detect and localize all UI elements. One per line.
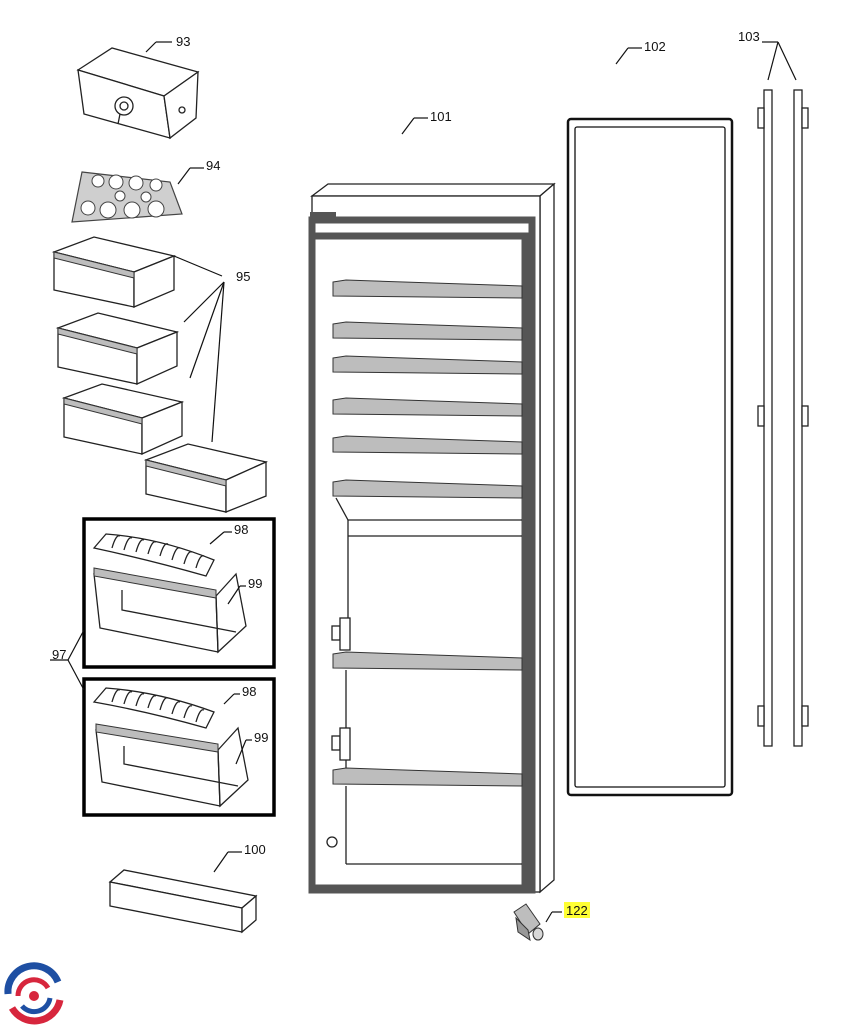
label-99-upper: 99	[248, 576, 262, 591]
part-101-door-liner[interactable]	[308, 182, 556, 894]
label-101: 101	[430, 109, 452, 124]
part-103-door-trim-right[interactable]	[793, 89, 809, 747]
part-103-door-trim-left[interactable]	[757, 89, 773, 747]
part-99-bottle-shelf-2[interactable]	[95, 723, 249, 808]
part-95-door-shelf-3[interactable]	[61, 383, 185, 456]
part-122-hinge-bracket[interactable]	[513, 903, 544, 942]
label-98-upper: 98	[234, 522, 248, 537]
label-93: 93	[176, 34, 190, 49]
label-102: 102	[644, 39, 666, 54]
brand-logo	[4, 962, 64, 1025]
part-93-dairy-box[interactable]	[76, 47, 200, 140]
part-95-door-shelf-2[interactable]	[55, 312, 180, 386]
part-98-bottle-rack-2[interactable]	[92, 687, 215, 729]
label-99-lower: 99	[254, 730, 268, 745]
part-99-bottle-shelf-1[interactable]	[93, 567, 247, 654]
part-98-bottle-rack-1[interactable]	[92, 533, 215, 577]
part-97-bottle-rack-assembly-1[interactable]	[82, 517, 276, 669]
label-97: 97	[52, 647, 66, 662]
part-95-door-shelf-1[interactable]	[51, 236, 177, 308]
label-122: 122	[566, 903, 588, 918]
label-122-highlight	[564, 902, 590, 918]
part-94-egg-tray[interactable]	[71, 171, 183, 223]
part-102-door-gasket[interactable]	[566, 117, 734, 797]
part-100-bottom-tray[interactable]	[108, 869, 258, 934]
part-97-bottle-rack-assembly-2[interactable]	[82, 677, 276, 817]
label-94: 94	[206, 158, 220, 173]
part-95-door-shelf-4[interactable]	[143, 443, 269, 513]
label-103: 103	[738, 29, 760, 44]
label-98-lower: 98	[242, 684, 256, 699]
label-100: 100	[244, 842, 266, 857]
label-95: 95	[236, 269, 250, 284]
liner-shelf-ribs	[326, 279, 523, 865]
